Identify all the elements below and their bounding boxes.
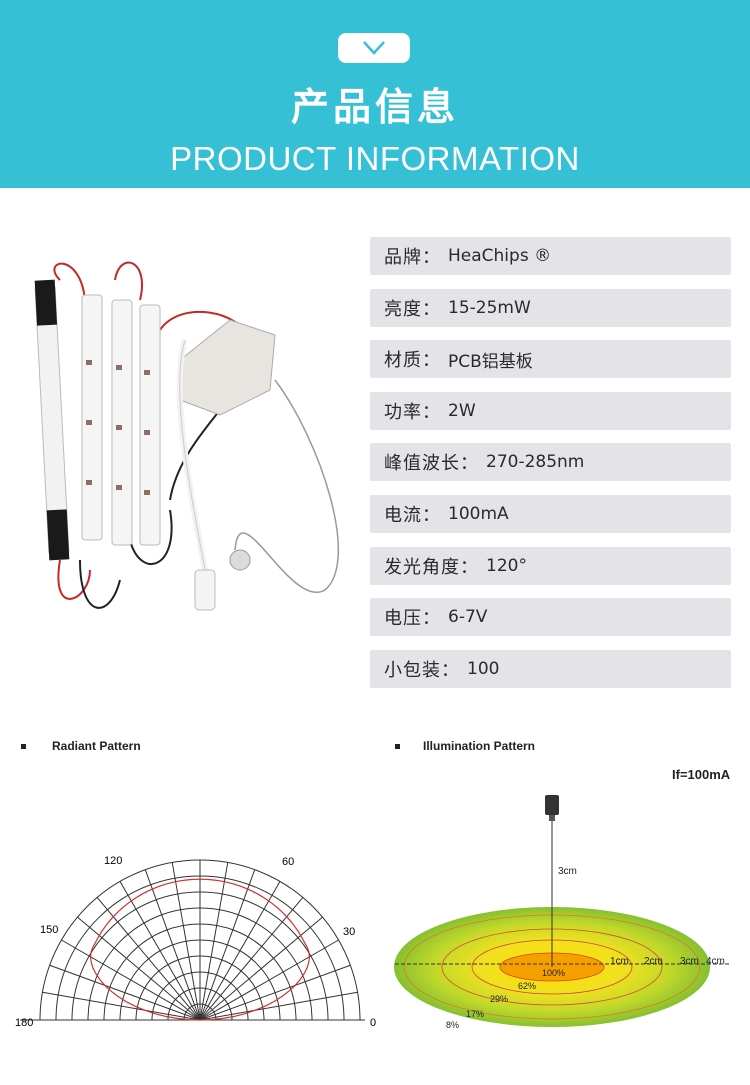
grid-spoke (199, 939, 339, 1021)
spec-row: 峰值波长： 270-285nm (370, 443, 731, 482)
spec-value: 120° (486, 555, 527, 576)
current-label: If=100mA (672, 767, 731, 782)
radiant-polar-chart: 120 60 150 30 180 0 (15, 855, 376, 1029)
percent-label: 29% (490, 994, 508, 1004)
spec-label: 电压 (384, 608, 422, 630)
spec-label: 功率 (384, 401, 422, 423)
grid-spoke (171, 862, 201, 1021)
angle-label: 120 (104, 855, 122, 867)
grid-spoke (199, 862, 229, 1021)
percent-label: 100% (542, 968, 565, 978)
radius-label: 1cm (610, 956, 629, 967)
spec-row: 电压： 6-7V (370, 598, 731, 637)
spec-label: 品牌 (384, 247, 422, 268)
spec-label: 发光角度 (384, 556, 460, 578)
led-strip (111, 299, 133, 546)
led-strip (139, 304, 161, 546)
spec-label: 峰值波长 (384, 453, 460, 475)
grid-spoke (61, 939, 201, 1021)
grid-spoke (199, 964, 351, 1021)
percent-label: 17% (466, 1009, 484, 1019)
spec-row: 电流： 100mA (370, 494, 731, 533)
radius-label: 2cm (644, 956, 663, 967)
grid-spoke (42, 991, 201, 1021)
section-title-cn: 产品信息 (290, 85, 459, 129)
radius-label: 4cm (706, 956, 725, 967)
spec-separator: ： (422, 504, 440, 526)
spec-separator: ： (422, 401, 440, 423)
percent-label: 62% (518, 981, 536, 991)
chevron-down-icon (363, 41, 385, 55)
spec-label: 亮度 (384, 298, 422, 320)
spec-separator: ： (441, 659, 459, 681)
grid-spoke (144, 869, 201, 1021)
spec-value: HeaChips ® (448, 246, 552, 266)
spec-label: 电流 (384, 504, 422, 526)
led-strip (34, 279, 70, 561)
spec-row: 亮度： 15-25mW (370, 288, 731, 327)
spec-value: 270-285nm (486, 452, 585, 473)
spec-separator: ： (422, 247, 440, 268)
illumination-chart: 3cm 1cm 2cm 3cm 4cm 100% 62% 29% 17% 8% (394, 795, 730, 1030)
grid-spoke (49, 964, 201, 1021)
spec-row: 功率： 2W (370, 391, 731, 430)
bullet-icon (395, 744, 400, 749)
spec-separator: ： (422, 350, 440, 372)
percent-label: 8% (446, 1020, 459, 1030)
radiant-pattern-title: Radiant Pattern (52, 739, 141, 753)
radius-label: 3cm (680, 956, 699, 967)
section-title-en: PRODUCT INFORMATION (170, 140, 580, 177)
grid-spoke (199, 916, 323, 1021)
grid-spoke (199, 991, 358, 1021)
grid-spoke (96, 897, 201, 1021)
angle-label: 60 (282, 856, 294, 868)
angle-label: 180 (15, 1017, 33, 1029)
spec-row: 小包装： 100 (370, 649, 731, 688)
spec-separator: ： (422, 608, 440, 630)
radiant-curve (89, 878, 311, 1021)
product-image (34, 261, 340, 611)
driver-box (179, 319, 276, 416)
spec-value: PCB铝基板 (448, 351, 533, 372)
led-strip (81, 294, 103, 541)
height-label: 3cm (558, 866, 577, 877)
spec-label: 小包装 (384, 659, 441, 681)
spec-row: 品牌： HeaChips ® (370, 237, 731, 275)
grid-spoke (199, 869, 256, 1021)
spec-value: 6-7V (448, 607, 488, 628)
spec-value: 100 (467, 658, 500, 679)
angle-label: 30 (343, 926, 355, 938)
grid-spoke (199, 881, 281, 1021)
spec-label: 材质 (384, 350, 422, 372)
grid-spoke (199, 897, 304, 1021)
spec-value: 100mA (448, 503, 509, 524)
spec-value: 2W (448, 400, 476, 421)
angle-label: 0 (370, 1017, 376, 1029)
illumination-pattern-title: Illumination Pattern (423, 739, 536, 753)
spec-row: 材质： PCB铝基板 (370, 340, 731, 379)
switch-disc (229, 549, 251, 571)
spec-separator: ： (460, 556, 478, 578)
spec-separator: ： (460, 453, 478, 475)
angle-label: 150 (40, 924, 58, 936)
power-plug (194, 569, 216, 611)
spec-row: 发光角度： 120° (370, 546, 731, 585)
bullet-icon (21, 744, 26, 749)
grid-spoke (77, 916, 201, 1021)
grid-spoke (119, 881, 201, 1021)
header-banner: 产品信息 PRODUCT INFORMATION (0, 0, 750, 188)
spec-separator: ： (422, 298, 440, 320)
spec-value: 15-25mW (448, 297, 531, 318)
led-icon (545, 795, 559, 821)
chevron-tab[interactable] (338, 33, 410, 63)
